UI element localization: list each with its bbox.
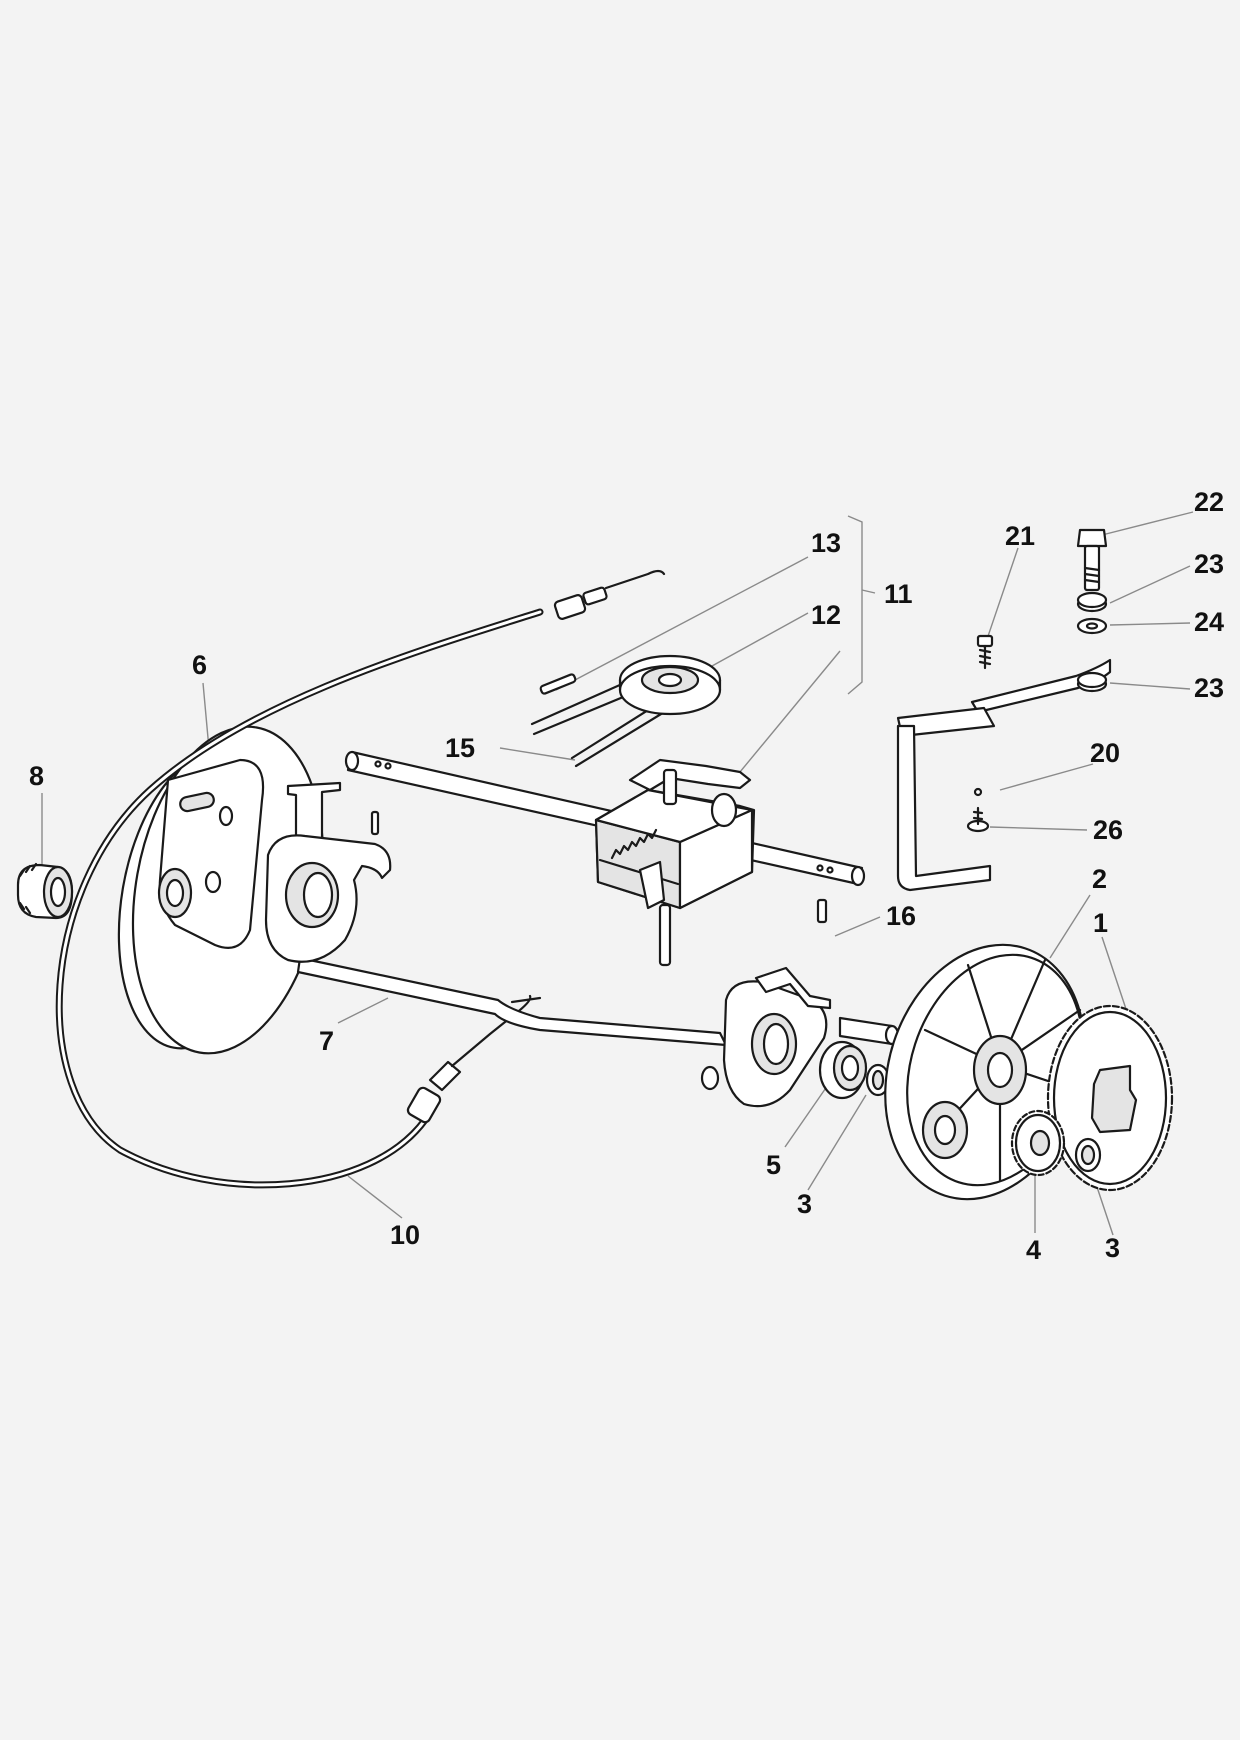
callout-16: 16 — [886, 901, 916, 931]
small-gear-bushing — [16, 862, 74, 920]
callout-26: 26 — [1093, 815, 1123, 845]
callout-labels: 22 21 23 13 11 24 12 23 6 15 20 8 26 2 1… — [29, 487, 1224, 1265]
callout-13: 13 — [811, 528, 841, 558]
pinion-gear — [1010, 1109, 1102, 1177]
callout-2: 2 — [1092, 864, 1107, 894]
callout-20: 20 — [1090, 738, 1120, 768]
pulley-belt-group — [530, 654, 722, 768]
callout-21: 21 — [1005, 521, 1035, 551]
callout-5: 5 — [766, 1150, 781, 1180]
callout-8: 8 — [29, 761, 44, 791]
handle-bracket-assembly — [896, 528, 1112, 892]
drive-control-cable — [55, 569, 666, 1189]
transmission-gearbox — [594, 758, 756, 967]
large-drive-gear — [1046, 1004, 1174, 1192]
callout-3-right: 3 — [1105, 1233, 1120, 1263]
callout-24: 24 — [1194, 607, 1224, 637]
callout-11: 11 — [884, 579, 913, 609]
callout-7: 7 — [319, 1026, 334, 1056]
callout-15: 15 — [445, 733, 475, 763]
rear-wheel-disc — [117, 725, 325, 1055]
callout-23-upper: 23 — [1194, 549, 1224, 579]
rear-axle-rod — [296, 956, 728, 1047]
shaft-pin — [816, 898, 828, 924]
callout-22: 22 — [1194, 487, 1224, 517]
callout-12: 12 — [811, 600, 841, 630]
callout-10: 10 — [390, 1220, 420, 1250]
callout-4: 4 — [1026, 1235, 1041, 1265]
callout-23-lower: 23 — [1194, 673, 1224, 703]
callout-1: 1 — [1093, 908, 1108, 938]
left-height-bracket — [264, 781, 392, 963]
callout-3-left: 3 — [797, 1189, 812, 1219]
bearing-and-ring — [818, 1040, 891, 1100]
callout-6: 6 — [192, 650, 207, 680]
